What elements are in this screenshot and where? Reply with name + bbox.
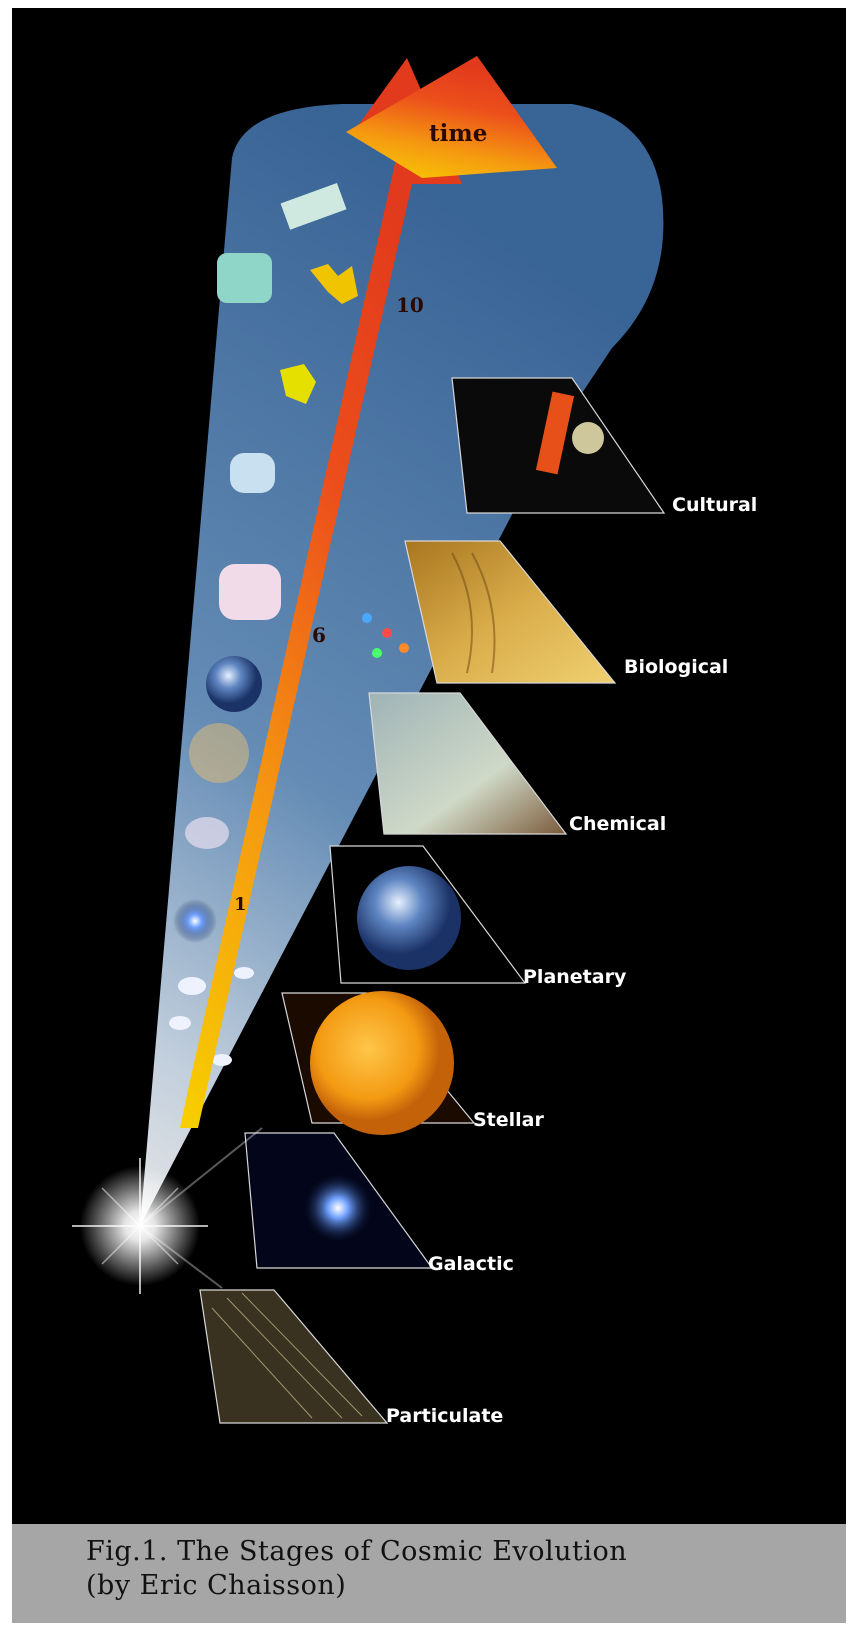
blob-icon [169, 1016, 191, 1030]
caption-line-2: (by Eric Chaisson) [86, 1570, 346, 1601]
stage-label-biological: Biological [624, 656, 728, 678]
time-mark-1: 1 [234, 894, 247, 915]
blob-icon [234, 967, 254, 979]
cosmic-evolution-diagram: time 10 6 1 Cultural Biological Chemical… [12, 8, 846, 1524]
sun-image [310, 991, 454, 1135]
star-cluster-icon [189, 723, 249, 783]
stage-label-chemical: Chemical [569, 813, 666, 835]
blob-icon [178, 977, 206, 995]
time-label: time [429, 120, 487, 147]
stage-label-stellar: Stellar [473, 1109, 544, 1131]
biological-panel [405, 541, 615, 683]
time-mark-6: 6 [312, 623, 326, 647]
spiral-galaxy-image [304, 1174, 372, 1242]
stage-label-galactic: Galactic [428, 1253, 514, 1275]
planet-icon [206, 656, 262, 712]
particulate-panel [200, 1290, 387, 1423]
figure-caption: Fig.1. The Stages of Cosmic Evolution (b… [12, 1524, 846, 1623]
time-mark-10: 10 [396, 293, 424, 317]
caption-line-1: Fig.1. The Stages of Cosmic Evolution [86, 1536, 627, 1567]
blob-icon [212, 1054, 232, 1066]
earth-image [357, 866, 461, 970]
stage-label-planetary: Planetary [523, 966, 627, 988]
crystal-icon [217, 253, 272, 303]
cell-icon [230, 453, 275, 493]
galaxy-icon [173, 899, 217, 943]
stage-label-cultural: Cultural [672, 494, 757, 516]
origin-star [72, 1158, 208, 1294]
culture-light [572, 422, 604, 454]
stage-label-particulate: Particulate [386, 1405, 503, 1427]
nebula-icon [185, 817, 229, 849]
chemical-panel [369, 693, 566, 834]
molecule-icon [219, 564, 281, 620]
figure-panel: time 10 6 1 Cultural Biological Chemical… [12, 8, 846, 1524]
